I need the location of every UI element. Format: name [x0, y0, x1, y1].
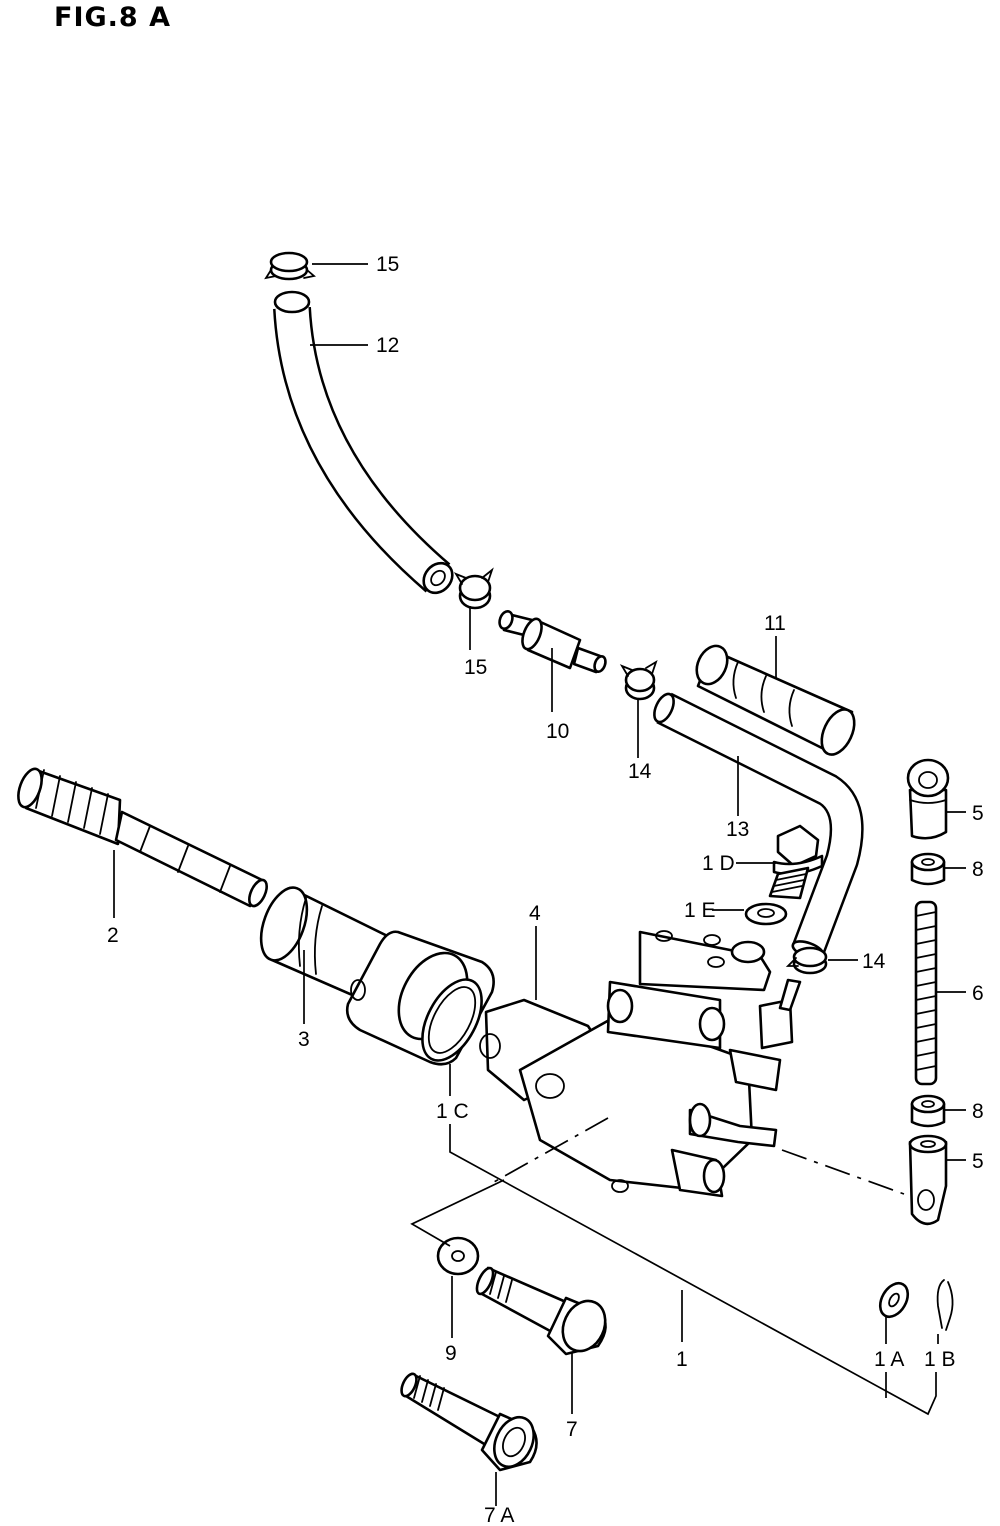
callout-labels: 15 12 15 10 11 14 13 1 D 1 E 14 5 8 6 8 … — [107, 253, 984, 1526]
part-bolt-1d — [768, 824, 824, 900]
callout-12: 12 — [376, 334, 399, 357]
callout-1d: 1 D — [702, 852, 735, 875]
part-hose-clip-top — [264, 251, 316, 281]
callout-1a: 1 A — [874, 1348, 904, 1371]
part-clip-14-upper — [619, 659, 658, 701]
part-washer-1a — [878, 1281, 910, 1319]
part-insulator-sleeve — [695, 644, 856, 756]
callout-15-top: 15 — [376, 253, 399, 276]
callout-10: 10 — [546, 720, 569, 743]
part-bolt-7a — [400, 1372, 538, 1472]
callout-7: 7 — [566, 1418, 578, 1441]
callout-1c: 1 C — [436, 1100, 469, 1123]
part-washer-9 — [436, 1236, 480, 1276]
callout-7a: 7 A — [484, 1504, 514, 1526]
callout-1e: 1 E — [684, 899, 716, 922]
part-curved-hose — [273, 290, 454, 595]
part-pin-7 — [475, 1266, 607, 1356]
callout-2: 2 — [107, 924, 119, 947]
part-hose-fitting — [498, 609, 607, 674]
callout-3: 3 — [298, 1028, 310, 1051]
callout-1: 1 — [676, 1348, 688, 1371]
callout-1b: 1 B — [924, 1348, 956, 1371]
callout-8-upper: 8 — [972, 858, 984, 881]
assembly-centerlines — [493, 1117, 905, 1195]
callout-4: 4 — [529, 902, 541, 925]
callout-14-upper: 14 — [628, 760, 652, 783]
part-nut-upper — [910, 852, 946, 886]
part-threaded-rod — [914, 900, 938, 1086]
leader-lines — [113, 263, 966, 1506]
callout-8-lower: 8 — [972, 1100, 984, 1123]
part-cotter-pin-1b — [936, 1279, 954, 1331]
callout-11: 11 — [764, 612, 786, 635]
callout-14-lower: 14 — [862, 950, 886, 973]
part-oil-pump-body — [479, 930, 802, 1198]
callout-5-upper: 5 — [972, 802, 984, 825]
callout-15-lower: 15 — [464, 656, 487, 679]
callout-5-lower: 5 — [972, 1150, 984, 1173]
callout-13: 13 — [726, 818, 749, 841]
callout-9: 9 — [445, 1342, 457, 1365]
part-washer-1e — [744, 902, 788, 926]
callout-6: 6 — [972, 982, 984, 1005]
part-hose-clip-lower — [453, 567, 494, 610]
figure-title: FIG.8 A — [54, 2, 171, 33]
part-clip-14-lower — [785, 946, 828, 975]
part-rod-end-upper — [906, 758, 950, 840]
part-gasket-1c — [421, 978, 483, 1062]
part-drive-shaft — [17, 767, 268, 908]
part-rod-end-lower — [908, 1134, 948, 1226]
part-nut-lower — [910, 1094, 946, 1128]
